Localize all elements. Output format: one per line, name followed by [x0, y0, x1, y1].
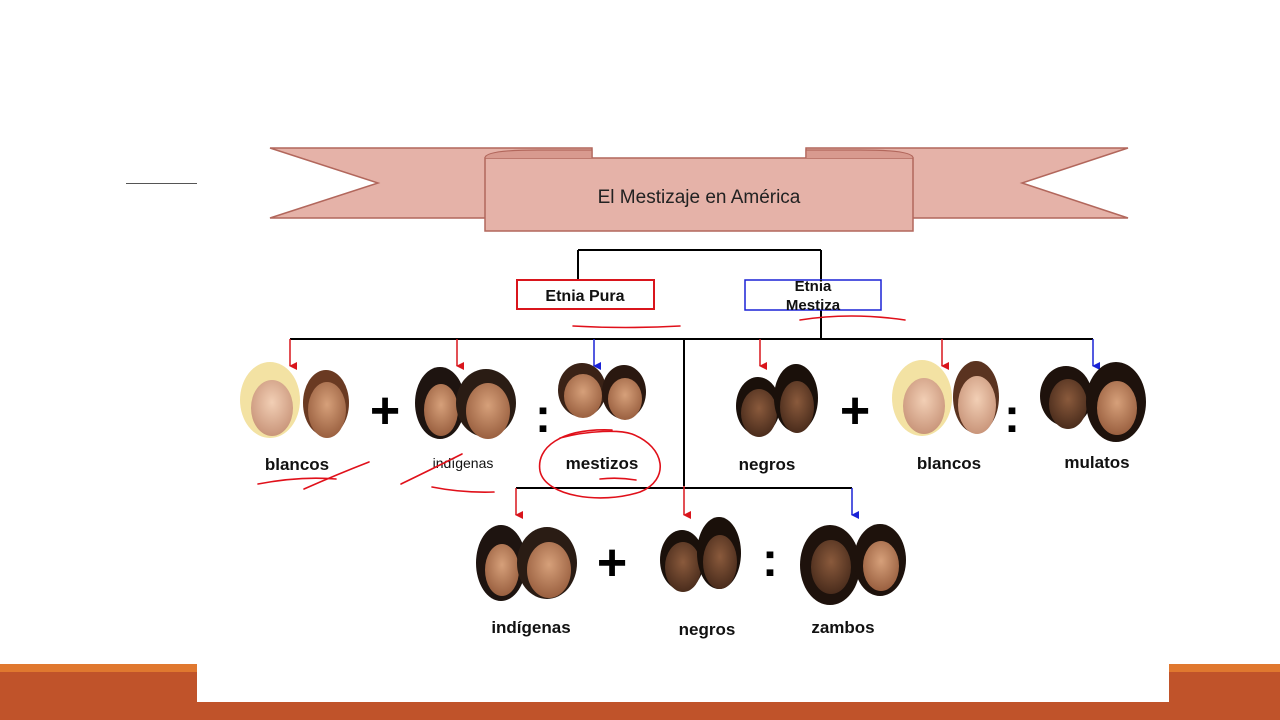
label-indigenas-2: indígenas — [491, 618, 570, 637]
faces-negros-1 — [736, 364, 818, 437]
slide-canvas: El Mestizaje en América Etnia Pura Etnia… — [197, 118, 1169, 702]
faces-mestizos — [558, 363, 646, 420]
operators: + : + : + : — [370, 382, 1020, 592]
label-blancos-2: blancos — [917, 454, 981, 473]
banner-center-panel — [484, 157, 914, 232]
circle-mestizos — [538, 429, 662, 499]
checkmark-blancos — [303, 461, 370, 490]
plus-sign-2: + — [840, 382, 870, 440]
faces-negros-2 — [660, 517, 741, 592]
underline-etnia-pura — [572, 325, 681, 329]
faces-indigenas-1 — [415, 367, 516, 439]
label-negros-2: negros — [679, 620, 736, 639]
colon-sign-2: : — [1004, 390, 1020, 443]
left-edge-line — [126, 183, 198, 184]
handwritten-annotations — [257, 315, 906, 499]
underline-blancos — [257, 477, 337, 485]
underline-indigenas — [431, 486, 495, 493]
label-zambos: zambos — [811, 618, 874, 637]
faces-mulatos — [1040, 362, 1146, 442]
etnia-mestiza-label-line2: Mestiza — [786, 297, 841, 314]
etnia-mestiza-label-line1: Etnia — [795, 278, 832, 295]
tree-connectors — [290, 249, 1093, 489]
row1-arrows — [289, 339, 1100, 370]
etnia-pura-box — [516, 279, 655, 310]
underline-mestizos — [599, 477, 637, 481]
faces-zambos — [800, 524, 906, 605]
faces-blancos-2 — [892, 360, 999, 436]
label-mestizos: mestizos — [566, 454, 639, 473]
label-mulatos: mulatos — [1064, 453, 1129, 472]
label-negros-1: negros — [739, 455, 796, 474]
label-indigenas-1: indígenas — [433, 455, 494, 471]
banner-title: El Mestizaje en América — [598, 187, 801, 208]
label-blancos-1: blancos — [265, 455, 329, 474]
colon-sign-1: : — [535, 390, 551, 443]
plus-sign-1: + — [370, 382, 400, 440]
row2-arrows — [515, 486, 859, 519]
checkmark-indigenas — [400, 453, 463, 485]
diagram-svg: El Mestizaje en América Etnia Pura Etnia… — [240, 147, 1146, 639]
colon-sign-3: : — [762, 534, 778, 587]
faces-indigenas-2 — [476, 525, 577, 601]
etnia-pura-label: Etnia Pura — [545, 288, 624, 305]
faces-blancos-1 — [240, 362, 349, 438]
etnia-mestiza-box — [744, 279, 882, 311]
underline-etnia-mestiza — [799, 315, 906, 321]
plus-sign-3: + — [597, 534, 627, 592]
title-banner: El Mestizaje en América — [269, 147, 1129, 232]
